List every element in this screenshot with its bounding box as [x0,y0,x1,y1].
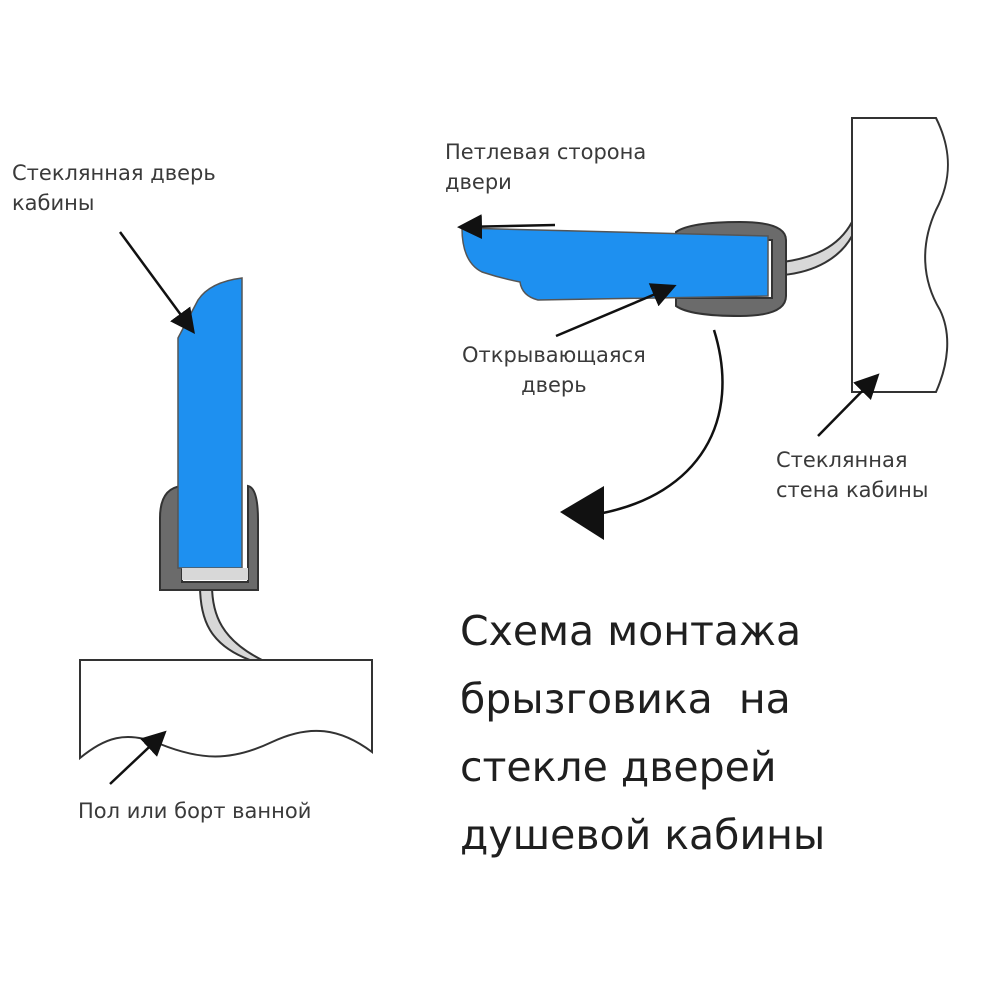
caption-line4: душевой кабины [460,811,826,859]
caption-line3: стекле дверей [460,743,777,791]
caption-line1: Схема монтажа [460,607,802,655]
arrow-floor [109,730,167,785]
label-floor-line1: Пол или борт ванной [78,799,312,823]
label-opening-door-line2: дверь [521,373,587,397]
seal-flap-horizontal [782,221,853,277]
seal-profile-horizontal [675,220,787,318]
caption: Схема монтажа брызговика на стекле двере… [460,597,825,869]
label-opening-door: Открывающаяся дверь [462,340,646,400]
arrow-opening-door [555,283,677,338]
label-glass-wall-line1: Стеклянная [776,448,908,472]
label-glass-wall: Стеклянная стена кабины [776,445,928,505]
swing-direction-arc [597,329,724,516]
arrow-glass-wall [817,373,880,437]
label-glass-door-line1: Стеклянная дверь [12,161,216,185]
swing-direction-arrowhead [560,486,604,540]
label-glass-door-line2: кабины [12,191,95,215]
glass-wall-block [851,117,949,393]
horizontal-door-assembly [461,220,853,318]
floor-block [79,659,373,761]
caption-line2: брызговика на [460,675,791,723]
seal-inner-strip [182,568,248,580]
label-opening-door-line1: Открывающаяся [462,343,646,367]
seal-flap-vertical [198,584,263,661]
label-hinge-side-line2: двери [445,170,512,194]
label-hinge-side: Петлевая сторона двери [445,137,646,197]
arrow-hinge-side [457,214,556,240]
glass-door-horizontal [461,227,769,301]
label-hinge-side-line1: Петлевая сторона [445,140,647,164]
label-glass-door: Стеклянная дверь кабины [12,158,216,218]
label-floor: Пол или борт ванной [78,796,311,826]
glass-door-vertical [177,277,243,569]
label-glass-wall-line2: стена кабины [776,478,929,502]
vertical-door-assembly [159,277,263,661]
arrow-glass-door [118,231,195,335]
